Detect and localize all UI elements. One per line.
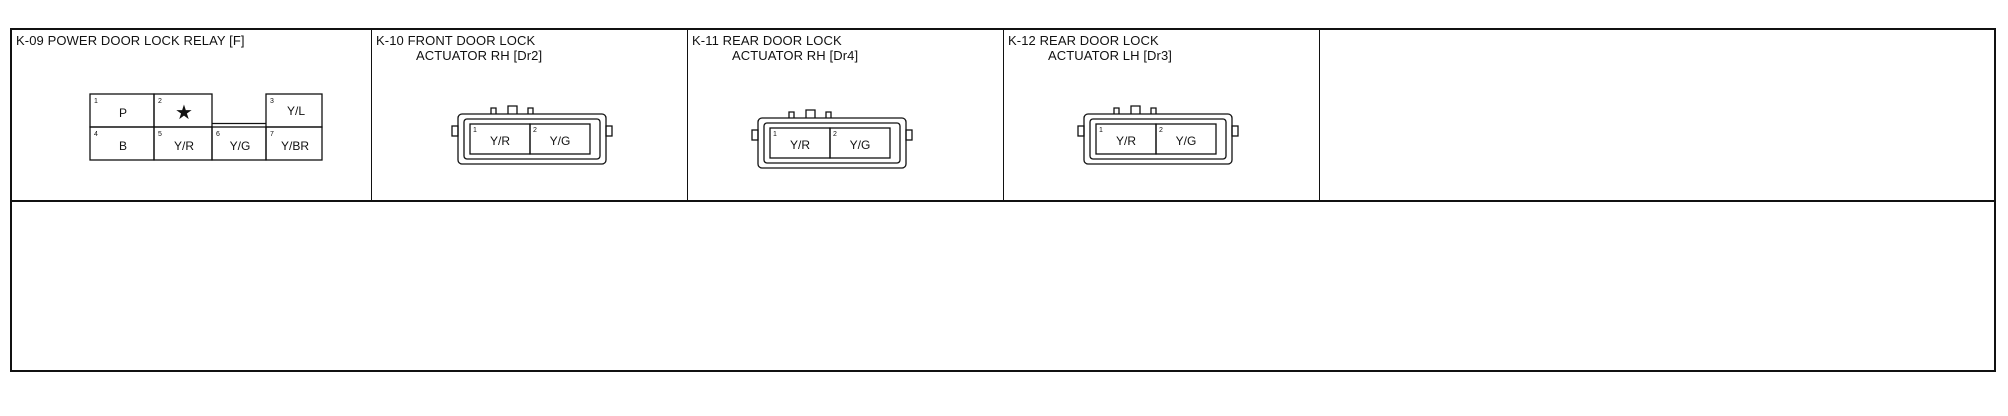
connector-title-k09: K-09 POWER DOOR LOCK RELAY [F] [16, 33, 245, 48]
pin-label: P [119, 106, 127, 120]
connector-title-k10: K-10 FRONT DOOR LOCK ACTUATOR RH [Dr2] [376, 33, 542, 63]
pin-label: Y/R [790, 138, 810, 152]
connector-title-line1: K-12 REAR DOOR LOCK [1008, 33, 1159, 48]
pin-number: 2 [833, 131, 837, 138]
pin-label: Y/R [1116, 134, 1136, 148]
connector-face-k10: 1 2 Y/R Y/G [451, 105, 613, 165]
empty-bottom-panel [12, 202, 1994, 372]
pin-number: 3 [270, 98, 274, 105]
connector-title-line2: ACTUATOR RH [Dr4] [732, 48, 859, 63]
pin-number: 1 [773, 131, 777, 138]
connector-title-k12: K-12 REAR DOOR LOCK ACTUATOR LH [Dr3] [1008, 33, 1172, 63]
pin-label: B [119, 139, 127, 153]
connector-cell-k10: K-10 FRONT DOOR LOCK ACTUATOR RH [Dr2] [372, 30, 688, 200]
pin-number: 5 [158, 131, 162, 138]
connector-title-line1: K-09 POWER DOOR LOCK RELAY [F] [16, 33, 245, 48]
connector-sheet: K-09 POWER DOOR LOCK RELAY [F] [10, 28, 1996, 372]
pin-label: Y/G [230, 139, 251, 153]
pin-label: ★ [175, 102, 193, 124]
connector-title-line1: K-11 REAR DOOR LOCK [692, 33, 842, 48]
pin-label: Y/R [174, 139, 194, 153]
pin-number: 7 [270, 131, 274, 138]
pin-number: 2 [158, 98, 162, 105]
pin-number: 1 [1099, 127, 1103, 134]
pin-label: Y/G [550, 134, 571, 148]
pin-number: 2 [533, 127, 537, 134]
pin-number: 2 [1159, 127, 1163, 134]
pin-number: 6 [216, 131, 220, 138]
connector-title-line2: ACTUATOR LH [Dr3] [1048, 48, 1173, 63]
pin-label: Y/L [287, 104, 305, 118]
connector-face-k09: 1 2 3 4 5 6 7 P ★ Y/L B Y/R Y/G Y/BR [89, 93, 323, 161]
connector-title-k11: K-11 REAR DOOR LOCK ACTUATOR RH [Dr4] [692, 33, 858, 63]
pin-number: 1 [473, 127, 477, 134]
connector-row: K-09 POWER DOOR LOCK RELAY [F] [12, 30, 1994, 202]
empty-cell [1320, 30, 1996, 200]
connector-face-k12: 1 2 Y/R Y/G [1077, 105, 1239, 165]
connector-title-line2: ACTUATOR RH [Dr2] [416, 48, 543, 63]
pin-label: Y/G [1176, 134, 1197, 148]
connector-cell-k12: K-12 REAR DOOR LOCK ACTUATOR LH [Dr3] 1 … [1004, 30, 1320, 200]
connector-title-line1: K-10 FRONT DOOR LOCK [376, 33, 536, 48]
pin-number: 4 [94, 131, 98, 138]
connector-face-k11: 1 2 Y/R Y/G [751, 109, 913, 169]
connector-cell-k11: K-11 REAR DOOR LOCK ACTUATOR RH [Dr4] 1 … [688, 30, 1004, 200]
pin-number: 1 [94, 98, 98, 105]
pin-label: Y/BR [281, 139, 309, 153]
pin-label: Y/G [850, 138, 871, 152]
pin-label: Y/R [490, 134, 510, 148]
connector-cell-k09: K-09 POWER DOOR LOCK RELAY [F] [12, 30, 372, 200]
